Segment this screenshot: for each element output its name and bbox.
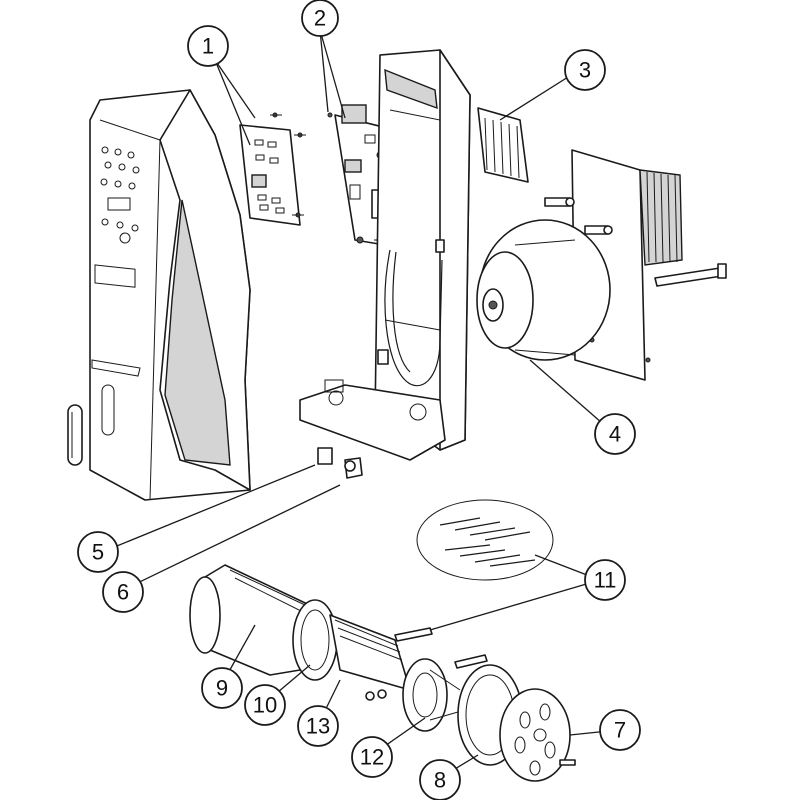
transformer xyxy=(476,219,611,361)
callout-6-label: 6 xyxy=(117,580,129,605)
callout-8: 8 xyxy=(419,759,461,800)
callout-12: 12 xyxy=(351,736,393,778)
callout-12-label: 12 xyxy=(360,745,384,770)
side-handle xyxy=(67,404,83,466)
leader-lines xyxy=(111,29,619,779)
callout-9: 9 xyxy=(201,667,243,709)
electrode-holder xyxy=(402,658,466,732)
callout-13: 13 xyxy=(297,705,339,747)
callout-2-label: 2 xyxy=(314,6,326,31)
rear-chassis xyxy=(299,49,471,479)
sealing-ring xyxy=(292,599,338,681)
callout-8-label: 8 xyxy=(434,768,446,793)
cell-body xyxy=(189,564,338,681)
callout-10: 10 xyxy=(244,684,286,726)
callout-7-label: 7 xyxy=(614,718,626,743)
callout-7: 7 xyxy=(599,709,641,751)
callout-9-label: 9 xyxy=(216,676,228,701)
callout-4-label: 4 xyxy=(609,422,621,447)
electrode-plates xyxy=(329,614,488,701)
callout-3-label: 3 xyxy=(579,58,591,83)
callout-13-label: 13 xyxy=(306,714,330,739)
callout-1: 1 xyxy=(187,25,229,67)
callout-11-label: 11 xyxy=(594,568,617,593)
display-board xyxy=(239,112,306,226)
callout-1-label: 1 xyxy=(202,34,214,59)
front-cover xyxy=(67,89,251,501)
callout-5-label: 5 xyxy=(92,540,104,565)
control-panel-keys xyxy=(100,146,140,244)
end-cap xyxy=(499,688,576,782)
callout-10-label: 10 xyxy=(253,693,277,718)
callout-3: 3 xyxy=(564,49,606,91)
callout-6: 6 xyxy=(102,571,144,613)
callout-5: 5 xyxy=(77,531,119,573)
grille xyxy=(477,107,529,183)
callout-2: 2 xyxy=(301,0,339,37)
callout-4: 4 xyxy=(594,413,636,455)
spring-kit xyxy=(416,499,554,581)
callout-11: 11 xyxy=(584,559,626,601)
